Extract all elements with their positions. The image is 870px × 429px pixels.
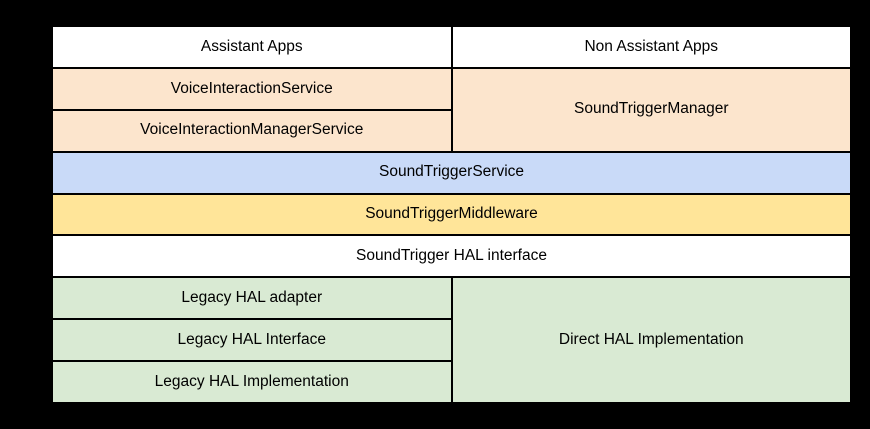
cell-legacy-hal-implementation: Legacy HAL Implementation [53, 362, 451, 402]
cell-direct-hal-implementation: Direct HAL Implementation [452, 278, 850, 402]
cell-voice-interaction-manager-service: VoiceInteractionManagerService [53, 110, 451, 151]
cell-non-assistant-apps: Non Assistant Apps [452, 27, 850, 67]
cell-sound-trigger-service: SoundTriggerService [53, 152, 850, 193]
cell-legacy-hal-interface: Legacy HAL Interface [53, 320, 451, 361]
cell-legacy-hal-adapter: Legacy HAL adapter [53, 278, 451, 319]
cell-sound-trigger-middleware: SoundTriggerMiddleware [53, 194, 850, 235]
soundtrigger-stack-diagram: Assistant Apps Non Assistant Apps VoiceI… [53, 27, 850, 402]
cell-sound-trigger-manager: SoundTriggerManager [452, 68, 850, 151]
cell-assistant-apps: Assistant Apps [53, 27, 451, 67]
cell-voice-interaction-service: VoiceInteractionService [53, 68, 451, 109]
cell-sound-trigger-hal-interface: SoundTrigger HAL interface [53, 236, 850, 277]
